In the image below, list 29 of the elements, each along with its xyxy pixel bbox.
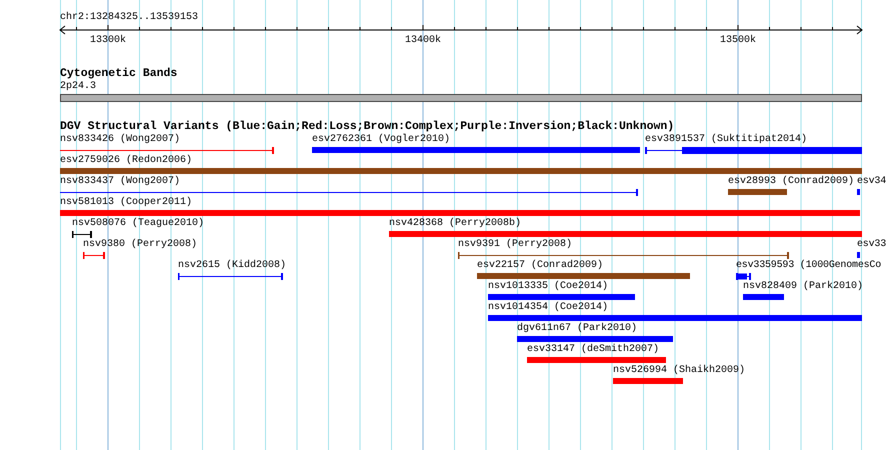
variant-label: esv28993 (Conrad2009) [728, 176, 854, 187]
variant-label: nsv9391 (Perry2008) [458, 239, 572, 250]
variant-label: esv2759026 (Redon2006) [60, 155, 192, 166]
scale-tick-label: 13300k [90, 36, 126, 46]
scale-tick-label: 13400k [405, 36, 441, 46]
band-label: 2p24.3 [60, 81, 96, 92]
variant-label: nsv526994 (Shaikh2009) [613, 365, 746, 376]
variant-label: nsv833437 (Wong2007) [60, 176, 180, 187]
track-heading: Cytogenetic Bands [60, 68, 178, 80]
variant-label: esv22157 (Conrad2009) [477, 260, 604, 271]
scale-tick-label: 13500k [720, 36, 756, 46]
variant-label: nsv9380 (Perry2008) [83, 239, 198, 250]
variant-label: nsv428368 (Perry2008b) [389, 218, 522, 229]
region-coordinates: chr2:13284325..13539153 [60, 13, 198, 23]
variant-label: nsv2615 (Kidd2008) [178, 260, 286, 271]
variant-label: esv2762361 (Vogler2010) [312, 134, 450, 145]
variant-label: esv3359593 (1000GenomesCo [736, 260, 882, 271]
variant-label: esv3891537 (Suktitipat2014) [645, 134, 808, 145]
variant-label: esv34 [857, 176, 886, 187]
variant-label: nsv828409 (Park2010) [743, 281, 864, 292]
variant-label: nsv581013 (Cooper2011) [60, 197, 192, 208]
track-heading: DGV Structural Variants (Blue:Gain;Red:Loss;Brown:Complex;Purple:Inversion;Black:Unknown) [60, 121, 674, 132]
variant-label: nsv1014354 (Coe2014) [488, 302, 608, 313]
variant-label: dgv611n67 (Park2010) [517, 323, 638, 334]
variant-label: nsv1013335 (Coe2014) [488, 281, 608, 292]
variant-label: esv33 [857, 239, 886, 250]
variant-label: nsv508076 (Teague2010) [72, 218, 204, 229]
variant-label: nsv833426 (Wong2007) [60, 134, 180, 145]
variant-label: esv33147 (deSmith2007) [527, 344, 660, 355]
